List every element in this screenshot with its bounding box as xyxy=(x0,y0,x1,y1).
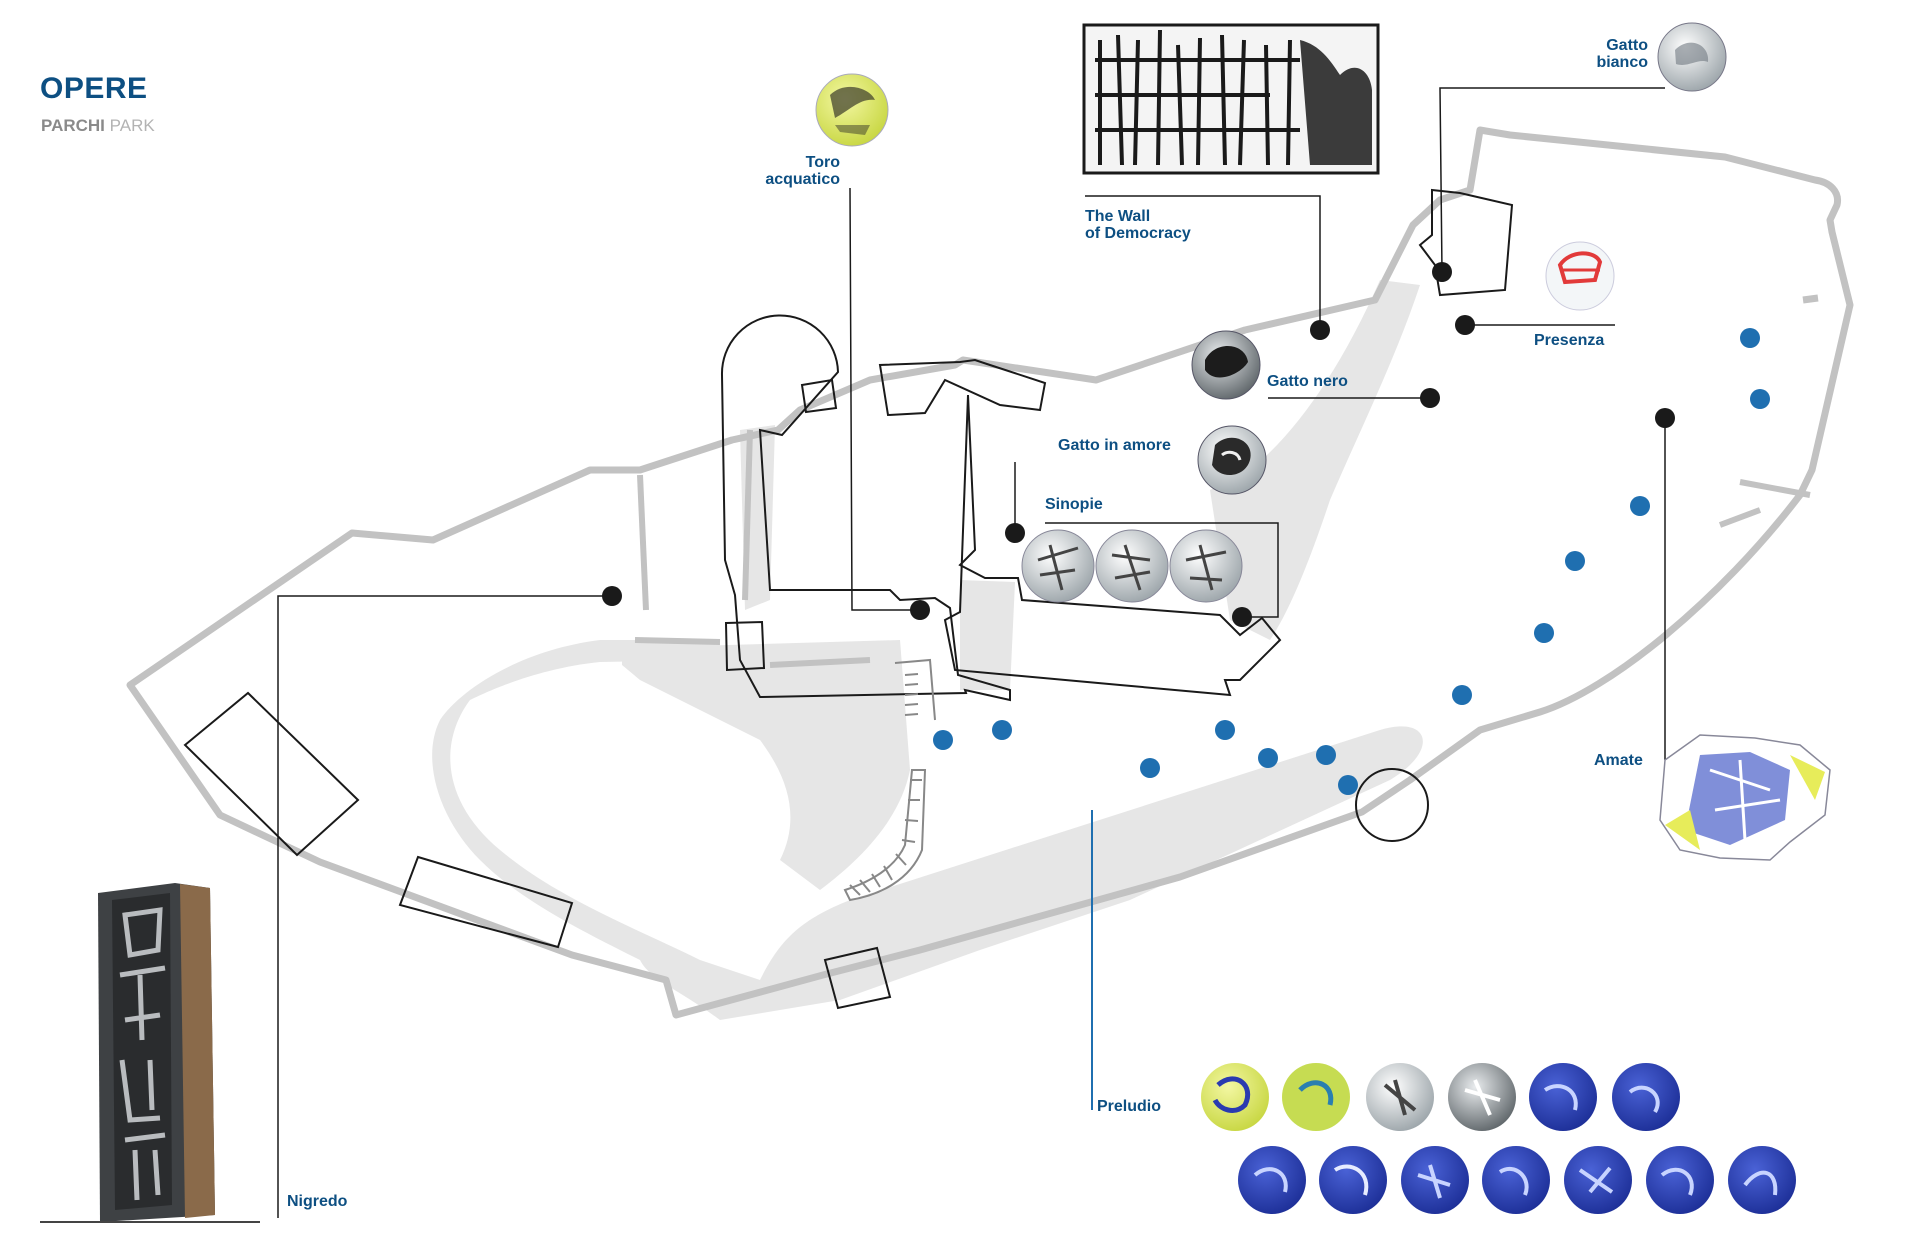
leader-lines xyxy=(277,87,1666,1218)
marker-gatto-nero xyxy=(1420,388,1440,408)
label-preludio[interactable]: Preludio xyxy=(1097,1098,1162,1115)
buildings xyxy=(183,188,1514,1010)
park-outline xyxy=(126,126,1854,1019)
label-gatto-nero[interactable]: Gatto nero xyxy=(1267,373,1348,390)
marker-nigredo xyxy=(602,586,622,606)
page-title: OPERE xyxy=(40,72,148,105)
label-nigredo[interactable]: Nigredo xyxy=(287,1193,348,1210)
wall-of-democracy-thumbnail xyxy=(1082,23,1380,175)
nigredo-thumbnail xyxy=(40,883,260,1223)
marker-amate xyxy=(1655,408,1675,428)
park-paths xyxy=(432,280,1423,1020)
stairs xyxy=(843,658,936,902)
marker-gatto-bianco xyxy=(1432,262,1452,282)
toro-acquatico-thumbnail xyxy=(815,73,889,147)
presenza-thumbnail xyxy=(1545,241,1615,311)
preludio-thumbnails xyxy=(1201,1063,1796,1214)
subtitle-secondary: PARK xyxy=(109,116,155,135)
sinopie-thumbnails xyxy=(1021,529,1243,603)
marker-sinopie xyxy=(1005,523,1025,543)
gatto-in-amore-thumbnail xyxy=(1197,425,1267,495)
label-wall-of-democracy[interactable]: The Wall of Democracy xyxy=(1085,208,1191,242)
label-toro-acquatico[interactable]: Toro acquatico xyxy=(765,154,840,188)
marker-wall-of-democracy xyxy=(1310,320,1330,340)
gatto-bianco-thumbnail xyxy=(1657,22,1727,92)
marker-sinopie-2 xyxy=(1232,607,1252,627)
page-subtitle: PARCHI PARK xyxy=(41,116,155,136)
artwork-thumbnails xyxy=(40,22,1831,1223)
blue-markers xyxy=(933,328,1770,795)
marker-toro-acquatico xyxy=(910,600,930,620)
gatto-nero-thumbnail xyxy=(1191,330,1261,400)
label-gatto-in-amore[interactable]: Gatto in amore xyxy=(1058,437,1171,454)
label-sinopie[interactable]: Sinopie xyxy=(1045,496,1103,513)
label-presenza[interactable]: Presenza xyxy=(1534,332,1605,349)
black-markers xyxy=(602,262,1675,627)
park-inner-walls xyxy=(634,429,1811,668)
amate-thumbnail xyxy=(1659,734,1831,861)
label-amate[interactable]: Amate xyxy=(1594,752,1643,769)
marker-presenza xyxy=(1455,315,1475,335)
subtitle-primary: PARCHI xyxy=(41,116,105,135)
label-gatto-bianco[interactable]: Gatto bianco xyxy=(1596,37,1648,71)
